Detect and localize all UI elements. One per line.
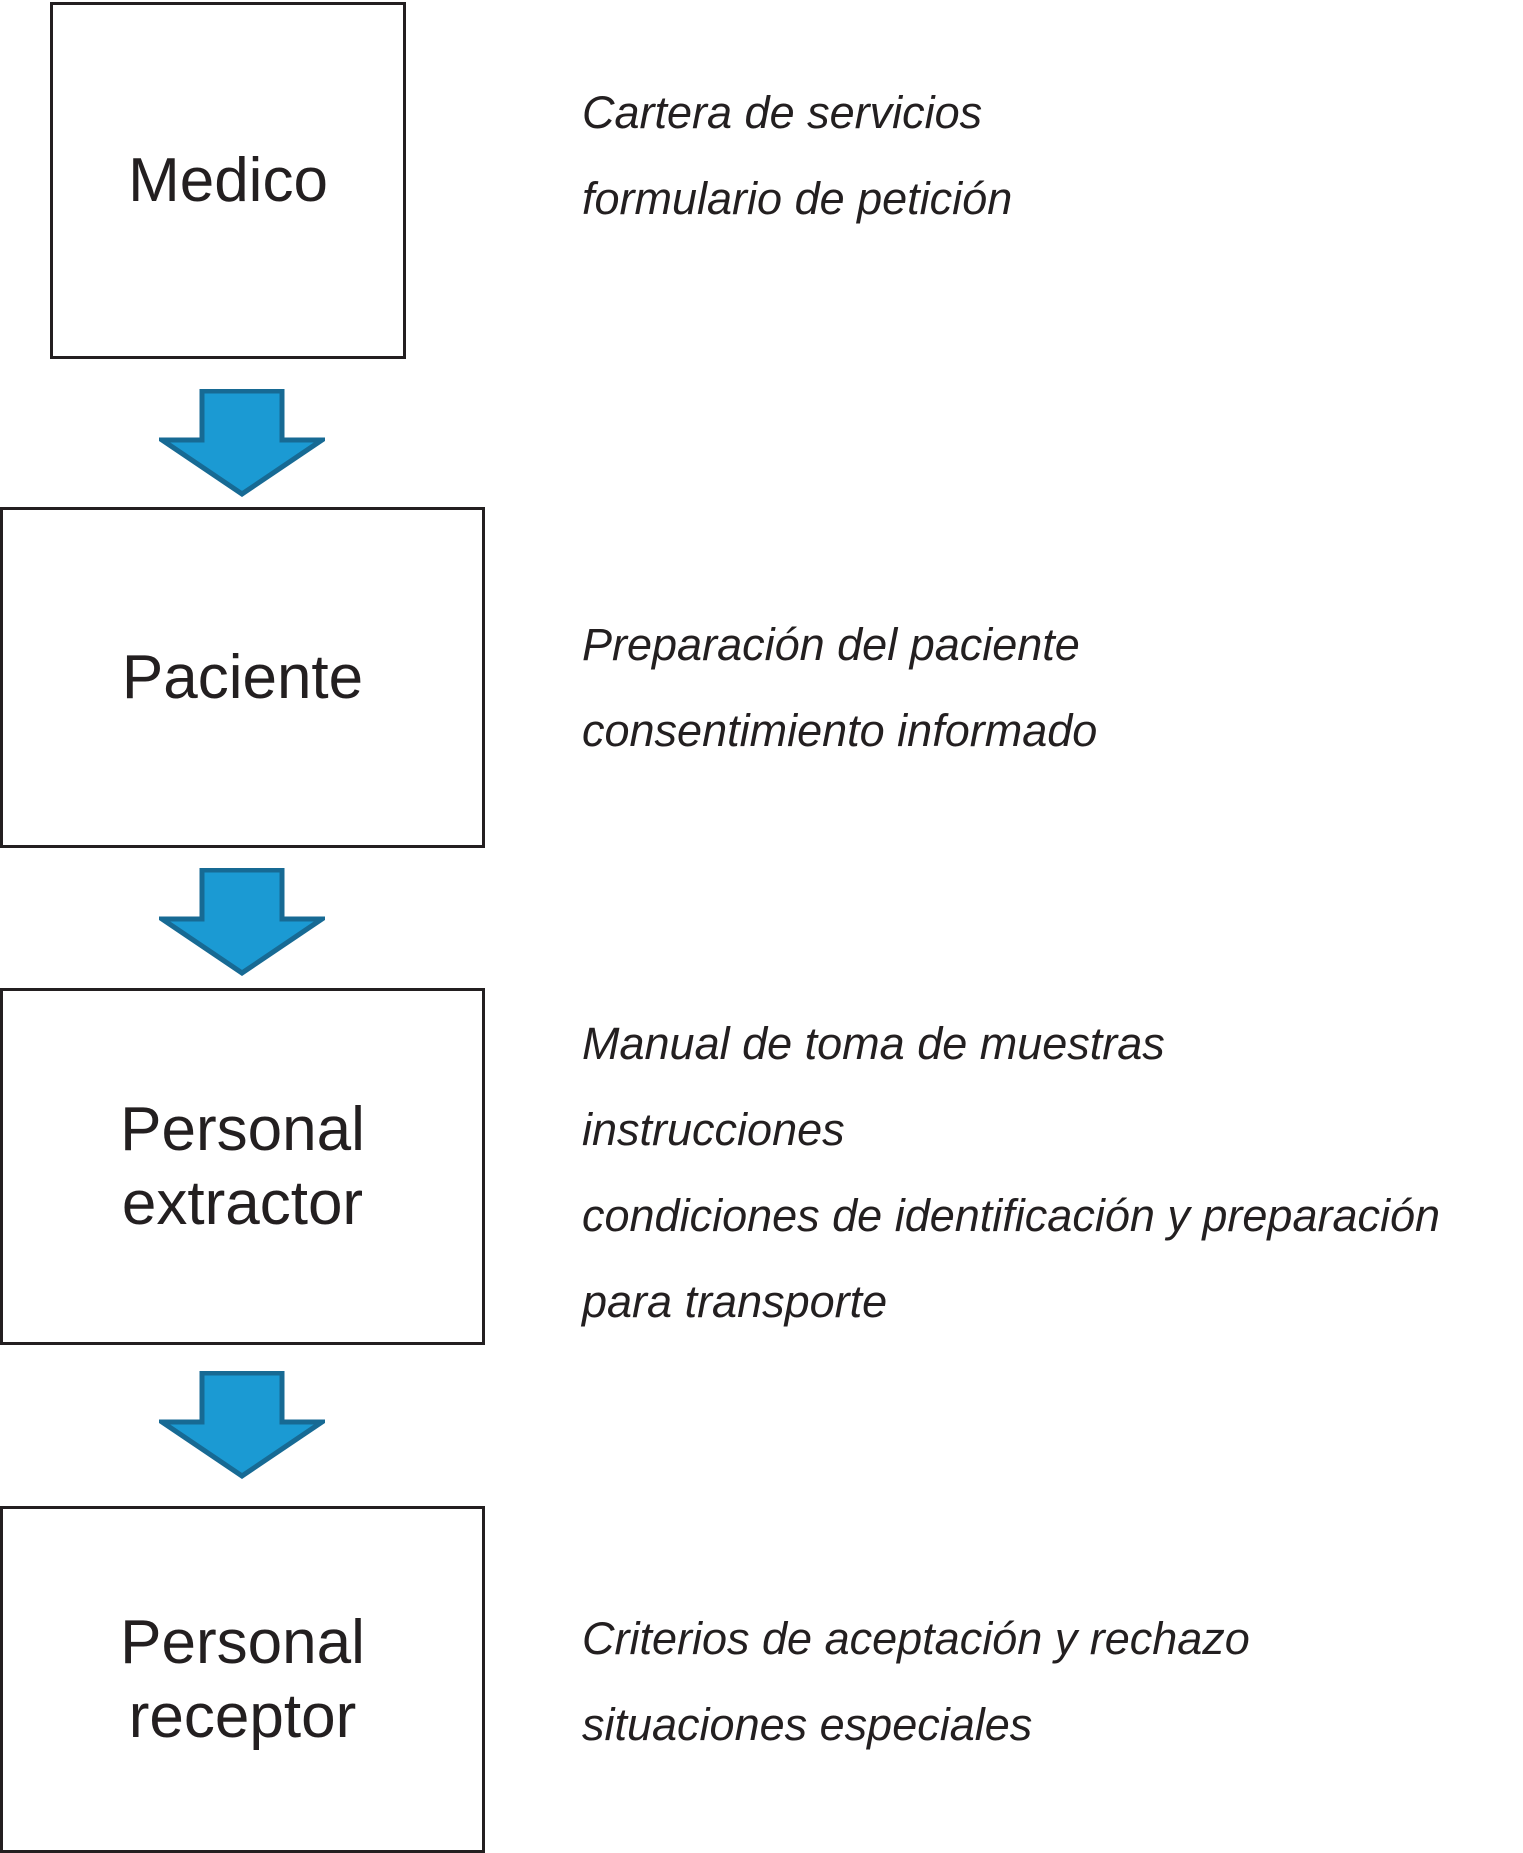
- note-formulario: formulario de petición: [582, 173, 1013, 224]
- down-arrow-icon: [159, 389, 325, 497]
- note-consentimiento: consentimiento informado: [582, 705, 1098, 756]
- down-arrow-icon: [159, 868, 325, 976]
- step-box-personal-receptor: Personal receptor: [0, 1506, 485, 1853]
- down-arrow-icon: [159, 1371, 325, 1479]
- note-cartera: Cartera de servicios: [582, 87, 983, 138]
- notes-paciente: Preparación del paciente consentimiento …: [582, 602, 1097, 774]
- step-label-receptor: receptor: [128, 1681, 357, 1751]
- note-situaciones: situaciones especiales: [582, 1699, 1033, 1750]
- step-label-paciente: Paciente: [121, 642, 364, 712]
- step-label-personal-receptor: Personal: [120, 1607, 365, 1677]
- step-label-medico: Medico: [128, 145, 328, 215]
- step-box-personal-extractor: Personal extractor: [0, 988, 485, 1345]
- step-label-personal: Personal: [120, 1094, 365, 1164]
- notes-personal-extractor: Manual de toma de muestras instrucciones…: [582, 1001, 1440, 1345]
- note-manual: Manual de toma de muestras: [582, 1018, 1165, 1069]
- note-condiciones: condiciones de identificación y preparac…: [582, 1190, 1441, 1241]
- note-instrucciones: instrucciones: [582, 1104, 845, 1155]
- step-box-medico: Medico: [50, 2, 406, 359]
- step-box-paciente: Paciente: [0, 507, 485, 848]
- note-preparacion: Preparación del paciente: [582, 619, 1080, 670]
- note-criterios: Criterios de aceptación y rechazo: [582, 1613, 1250, 1664]
- note-transporte: para transporte: [582, 1276, 888, 1327]
- notes-personal-receptor: Criterios de aceptación y rechazo situac…: [582, 1596, 1250, 1768]
- step-label-extractor: extractor: [121, 1168, 364, 1238]
- notes-medico: Cartera de servicios formulario de petic…: [582, 70, 1012, 242]
